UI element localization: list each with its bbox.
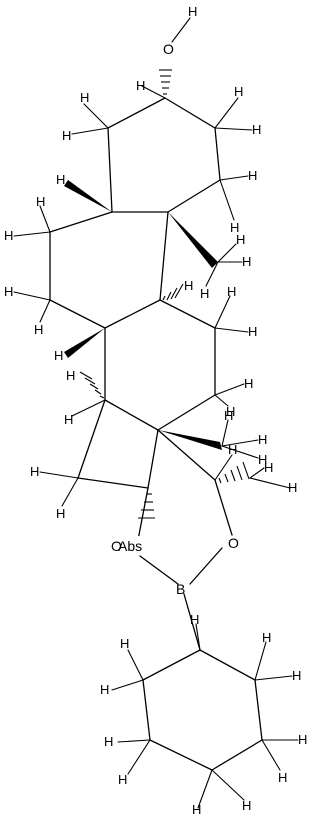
h-label: H (80, 90, 89, 105)
cyclohexyl-bonds (142, 593, 263, 771)
atom-labels: O H H H H H H H H H H H H H H H H H H H … (4, 4, 307, 817)
h-label: H (298, 732, 307, 747)
ring-b-bonds (49, 211, 169, 329)
hydrogen-bonds (13, 17, 299, 809)
h-label: H (258, 432, 267, 447)
hydroxyl-oxygen-label: O (163, 41, 174, 57)
h-label: H (226, 404, 235, 419)
h-label: H (64, 412, 73, 427)
h-label: H (190, 612, 199, 627)
h-label: H (288, 480, 297, 495)
h-label: H (262, 630, 271, 645)
h-label: H (244, 376, 253, 391)
h-label: H (228, 442, 237, 457)
h-label: H (234, 84, 243, 99)
h-label: H (200, 286, 209, 301)
h-label: H (242, 254, 251, 269)
h-label: H (118, 772, 127, 787)
ring-a-bonds (107, 97, 221, 213)
ring-oxygen-left-label: O (111, 538, 122, 554)
h-label: H (227, 284, 236, 299)
h-label: H (4, 284, 13, 299)
h-label: H (248, 324, 257, 339)
h-label: H (248, 168, 257, 183)
molecule-canvas: O H H H H H H H H H H H H H H H H H H H … (4, 4, 307, 817)
stereo-abs-label: Abs (118, 538, 142, 554)
h-label: H (236, 232, 245, 247)
h-label: H (184, 278, 193, 293)
boron-label: B (176, 581, 185, 597)
h-label: H (264, 460, 273, 475)
h-label: H (56, 172, 65, 187)
h-label: H (258, 452, 267, 467)
h-label: H (278, 770, 287, 785)
h-label: H (4, 228, 13, 243)
molecule-structure: O H H H H H H H H H H H H H H H H H H H … (4, 4, 307, 817)
h-label: H (34, 322, 43, 337)
h-label: H (66, 368, 75, 383)
hydroxyl-hydrogen-label: H (188, 4, 197, 19)
stereo-bonds (64, 69, 250, 519)
h-label: H (192, 802, 201, 817)
h-label: H (100, 682, 109, 697)
h-label: H (120, 636, 129, 651)
ring-c-bonds (104, 299, 216, 431)
h-label: H (36, 194, 45, 209)
h-label: H (136, 78, 145, 93)
dioxaborolane-bonds (137, 429, 233, 585)
ring-d-bonds (77, 399, 159, 489)
h-label: H (62, 128, 71, 143)
h-label: H (252, 122, 261, 137)
ring-oxygen-right-label: O (228, 535, 239, 551)
h-label: H (54, 348, 63, 363)
h-label: H (56, 506, 65, 521)
h-label: H (230, 220, 239, 235)
h-label: H (224, 408, 233, 423)
h-label: H (104, 734, 113, 749)
h-label: H (30, 464, 39, 479)
h-label: H (292, 668, 301, 683)
h-label: H (242, 798, 251, 813)
